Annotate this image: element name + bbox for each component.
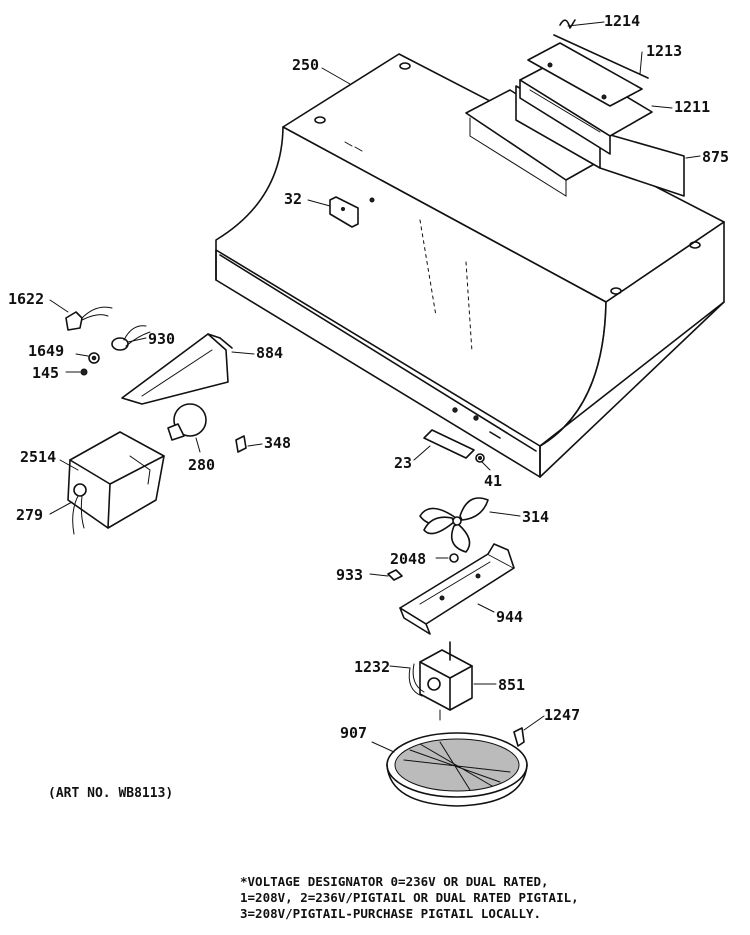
label-1247: 1247 bbox=[544, 706, 580, 724]
voltage-footnote: *VOLTAGE DESIGNATOR 0=236V OR DUAL RATED… bbox=[240, 874, 579, 922]
damper-assembly bbox=[515, 19, 685, 197]
label-1232: 1232 bbox=[354, 658, 390, 676]
socket-930 bbox=[111, 325, 151, 351]
label-280: 280 bbox=[188, 456, 215, 474]
label-41: 41 bbox=[484, 472, 502, 490]
light-lens-23 bbox=[423, 429, 485, 463]
label-250: 250 bbox=[292, 56, 319, 74]
label-1211: 1211 bbox=[674, 98, 710, 116]
label-23: 23 bbox=[394, 454, 412, 472]
label-348: 348 bbox=[264, 434, 291, 452]
label-314: 314 bbox=[522, 508, 549, 526]
clip-933 bbox=[387, 569, 403, 581]
label-933: 933 bbox=[336, 566, 363, 584]
art-number: (ART NO. WB8113) bbox=[48, 786, 174, 801]
light-bulb-280 bbox=[167, 403, 207, 441]
label-930: 930 bbox=[148, 330, 175, 348]
wire-1232 bbox=[408, 663, 441, 721]
motor-bracket-944 bbox=[399, 543, 515, 635]
wire-279 bbox=[72, 495, 85, 535]
motor-851 bbox=[419, 641, 473, 711]
label-1213: 1213 bbox=[646, 42, 682, 60]
washer-1649 bbox=[88, 352, 100, 364]
grease-filter-907 bbox=[386, 732, 528, 807]
nut-145 bbox=[80, 368, 88, 376]
footnote-line-3: 3=208V/PIGTAIL-PURCHASE PIGTAIL LOCALLY. bbox=[240, 906, 542, 921]
clip-348 bbox=[235, 435, 247, 453]
label-2048: 2048 bbox=[390, 550, 426, 568]
label-145: 145 bbox=[32, 364, 59, 382]
label-279: 279 bbox=[16, 506, 43, 524]
label-1649: 1649 bbox=[28, 342, 64, 360]
leader-lines bbox=[49, 21, 701, 753]
label-907: 907 bbox=[340, 724, 367, 742]
label-884: 884 bbox=[256, 344, 283, 362]
clip-1247 bbox=[513, 727, 525, 747]
mounting-bracket-32 bbox=[329, 196, 359, 228]
range-hood-body bbox=[215, 53, 725, 478]
label-1214: 1214 bbox=[604, 12, 640, 30]
label-1622: 1622 bbox=[8, 290, 44, 308]
label-32: 32 bbox=[284, 190, 302, 208]
label-2514: 2514 bbox=[20, 448, 56, 466]
switch-1622 bbox=[65, 306, 113, 331]
light-bracket-884 bbox=[121, 333, 233, 405]
label-875: 875 bbox=[702, 148, 729, 166]
label-851: 851 bbox=[498, 676, 525, 694]
fan-blade-314 bbox=[419, 497, 489, 553]
housing-2514 bbox=[67, 431, 165, 529]
footnote-line-2: 1=208V, 2=236V/PIGTAIL OR DUAL RATED PIG… bbox=[240, 890, 579, 905]
label-944: 944 bbox=[496, 608, 523, 626]
nut-2048 bbox=[449, 553, 459, 563]
footnote-line-1: *VOLTAGE DESIGNATOR 0=236V OR DUAL RATED… bbox=[240, 874, 549, 889]
part-labels: 1214 1213 1211 875 250 32 1622 930 1649 … bbox=[8, 12, 729, 742]
